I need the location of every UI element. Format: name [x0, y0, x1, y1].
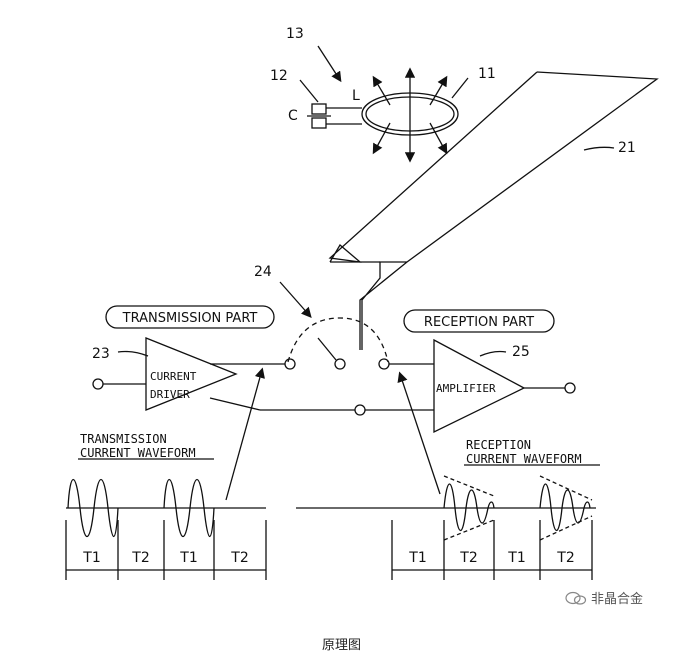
figure-caption: 原理图	[321, 638, 361, 653]
rx-period-4: T2	[556, 550, 574, 566]
driver-label-line2: DRIVER	[150, 388, 190, 401]
rx-period-2: T2	[459, 550, 477, 566]
tx-period-1: T1	[82, 550, 100, 566]
watermark: 非晶合金	[565, 588, 643, 607]
reception-part-capsule	[403, 309, 555, 333]
ref-12: 12	[270, 68, 288, 84]
capacitor-12	[307, 103, 362, 129]
ref-21: 21	[618, 140, 636, 156]
amplifier-25	[365, 338, 576, 434]
ref-11: 11	[478, 66, 496, 82]
current-driver-23	[92, 337, 355, 411]
wechat-icon	[565, 591, 587, 605]
rx-waveform-title-1: RECEPTION	[466, 438, 531, 452]
tx-waveform-arrow	[225, 367, 265, 501]
leader-23	[117, 350, 149, 357]
ref-25: 25	[512, 344, 530, 360]
tx-waveform-title-1: TRANSMISSION	[80, 432, 167, 446]
tx-waveform-title-2: CURRENT WAVEFORM	[80, 446, 196, 460]
transmission-part-label: TRANSMISSION PART	[122, 311, 258, 326]
leader-11	[451, 77, 469, 99]
tx-period-2: T2	[131, 550, 149, 566]
rx-period-1: T1	[408, 550, 426, 566]
leader-13	[317, 45, 342, 83]
amplifier-label: AMPLIFIER	[436, 382, 496, 395]
ref-13: 13	[286, 26, 304, 42]
leader-21	[583, 146, 615, 151]
tx-period-4: T2	[230, 550, 248, 566]
leader-25	[479, 350, 507, 357]
watermark-text: 非晶合金	[591, 592, 644, 607]
rx-period-3: T1	[507, 550, 525, 566]
driver-label-line1: CURRENT	[150, 370, 197, 383]
inductor-label: L	[352, 88, 360, 104]
tx-period-3: T1	[179, 550, 197, 566]
leader-12	[299, 79, 319, 103]
reception-part-label: RECEPTION PART	[424, 315, 534, 330]
capacitor-label: C	[288, 108, 298, 124]
transmission-waveform	[65, 478, 267, 580]
antenna-outline	[328, 71, 538, 263]
switch-24	[284, 317, 390, 416]
reception-waveform	[296, 475, 596, 580]
leader-24	[279, 281, 312, 318]
rx-waveform-title-2: CURRENT WAVEFORM	[466, 452, 582, 466]
antenna-strip	[329, 71, 659, 350]
ref-24: 24	[254, 264, 272, 280]
rx-waveform-arrow	[397, 371, 441, 495]
ref-23: 23	[92, 346, 110, 362]
transmission-part-capsule	[105, 305, 275, 329]
coil-11	[361, 67, 459, 163]
